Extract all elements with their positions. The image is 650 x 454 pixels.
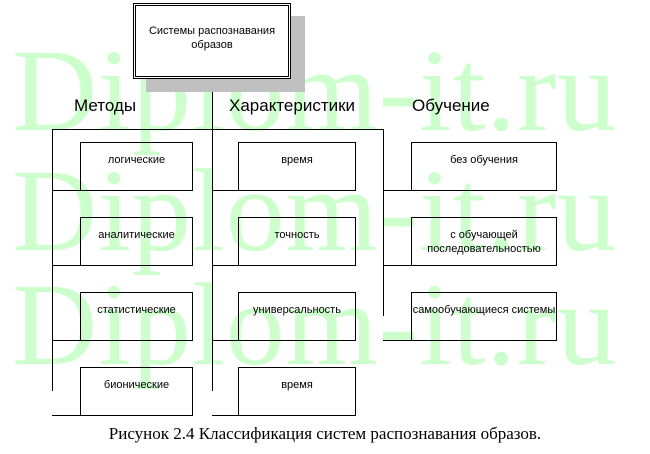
diagram-node: с обучающей последовательностью — [411, 217, 557, 266]
connector-methods — [52, 129, 53, 391]
connector-learning — [383, 129, 384, 316]
connector-branch — [383, 340, 411, 341]
connector-branch — [52, 190, 80, 191]
figure-caption: Рисунок 2.4 Классификация систем распозн… — [108, 424, 542, 443]
group-title-learning: Обучение — [412, 96, 490, 115]
connector-bus — [52, 129, 384, 130]
watermark: Diplom-it.ru — [12, 25, 618, 156]
connector-branch — [52, 340, 80, 341]
diagram-node: точность — [238, 217, 356, 266]
group-title-methods: Методы — [74, 96, 137, 115]
connector-branch — [383, 265, 411, 266]
root-node: Системы распознавания образов — [133, 3, 291, 79]
connector-branch — [383, 190, 411, 191]
connector-branch — [52, 265, 80, 266]
diagram-node: универсальность — [238, 292, 356, 341]
connector-trunk — [212, 79, 213, 391]
connector-branch — [212, 340, 238, 341]
diagram-node: время — [238, 142, 356, 191]
diagram-node: время — [238, 367, 356, 416]
group-title-characteristics: Характеристики — [229, 96, 356, 115]
diagram-node: аналитические — [80, 217, 193, 266]
connector-branch — [52, 415, 80, 416]
connector-branch — [212, 415, 238, 416]
diagram-node: логические — [80, 142, 193, 191]
connector-branch — [212, 190, 238, 191]
watermark: Diplom-it.ru — [12, 259, 618, 390]
diagram-node: статистические — [80, 292, 193, 341]
diagram-node: бионические — [80, 367, 193, 416]
diagram-node: самообучающиеся системы — [411, 292, 557, 341]
connector-branch — [212, 265, 238, 266]
diagram-node: без обучения — [411, 142, 557, 191]
watermark: Diplom-it.ru — [12, 145, 618, 276]
